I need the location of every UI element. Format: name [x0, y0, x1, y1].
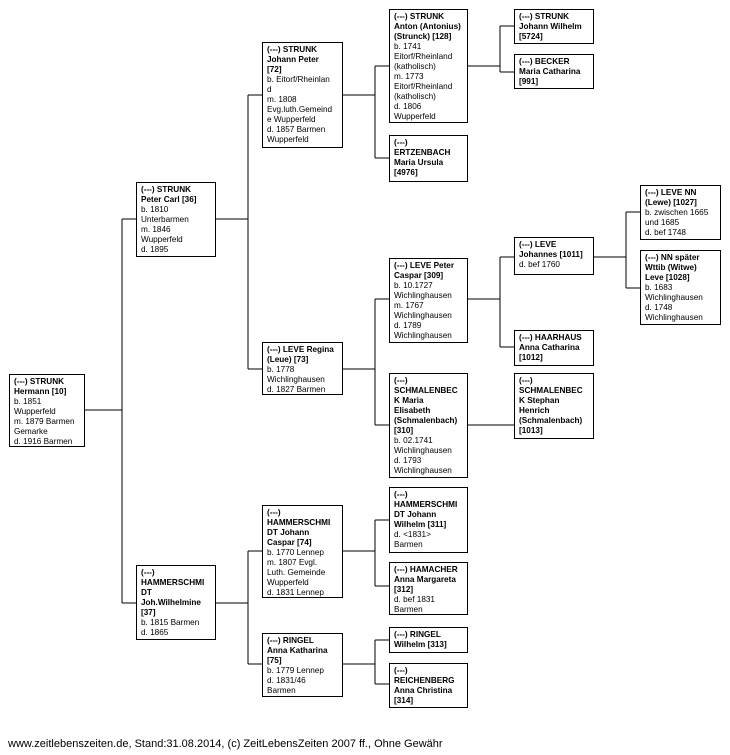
person-box-nn-wttib-leve: (---) NN später Wttib (Witwe) Leve [1028… [640, 250, 721, 325]
person-details: b. 1851 Wupperfeld m. 1879 Barmen Gemark… [14, 397, 75, 446]
person-name: (---) LEVE Johannes [1011] [519, 240, 583, 259]
person-name: (---) LEVE NN (Lewe) [1027] [645, 188, 697, 207]
person-details: d. <1831> Barmen [394, 530, 431, 549]
person-details: b. 1779 Lennep d. 1831/46 Barmen [267, 666, 324, 695]
person-box-maria-ursula-ertzenbach: (---) ERTZENBACH Maria Ursula [4976] [389, 135, 468, 182]
person-name: (---) LEVE Regina (Leue) [73] [267, 345, 334, 364]
person-details: b. 10.1727 Wichlinghausen m. 1767 Wichli… [394, 281, 452, 340]
person-name: (---) LEVE Peter Caspar [309] [394, 261, 455, 280]
person-box-stephan-henrich-schmalenbeck: (---) SCHMALENBEC K Stephan Henrich (Sch… [514, 373, 594, 439]
person-name: (---) HAARHAUS Anna Catharina [1012] [519, 333, 582, 362]
person-name: (---) BECKER Maria Catharina [991] [519, 57, 581, 86]
person-box-joh-wilhelmine-hammerschmidt: (---) HAMMERSCHMI DT Joh.Wilhelmine [37]… [136, 565, 216, 640]
person-name: (---) HAMACHER Anna Margareta [312] [394, 565, 458, 594]
person-details: b. Eitorf/Rheinlan d m. 1808 Evg.luth.Ge… [267, 75, 333, 144]
person-details: b. zwischen 1665 und 1685 d. bef 1748 [645, 208, 709, 237]
person-box-johann-caspar-hammerschmidt: (---) HAMMERSCHMI DT Johann Caspar [74] … [262, 505, 343, 598]
person-box-johannes-leve: (---) LEVE Johannes [1011] d. bef 1760 [514, 237, 594, 275]
person-box-johann-wilhelm-hammerschmidt: (---) HAMMERSCHMI DT Johann Wilhelm [311… [389, 487, 468, 553]
person-name: (---) STRUNK Johann Wilhelm [5724] [519, 12, 582, 41]
person-details: b. 1770 Lennep m. 1807 Evgl. Luth. Gemei… [267, 548, 326, 597]
person-name: (---) SCHMALENBEC K Stephan Henrich (Sch… [519, 376, 583, 435]
person-details: b. 02.1741 Wichlinghausen d. 1793 Wichli… [394, 436, 452, 475]
person-box-maria-elisabeth-schmalenbeck: (---) SCHMALENBEC K Maria Elisabeth (Sch… [389, 373, 468, 478]
person-name: (---) REICHENBERG Anna Christina [314] [394, 666, 455, 705]
person-name: (---) ERTZENBACH Maria Ursula [4976] [394, 138, 451, 177]
person-details: b. 1741 Eitorf/Rheinland (katholisch) m.… [394, 42, 453, 121]
person-details: b. 1810 Unterbarmen m. 1846 Wupperfeld d… [141, 205, 189, 254]
person-name: (---) STRUNK Hermann [10] [14, 377, 67, 396]
person-box-nn-leve: (---) LEVE NN (Lewe) [1027] b. zwischen … [640, 185, 721, 240]
person-name: (---) HAMMERSCHMI DT Johann Wilhelm [311… [394, 490, 458, 529]
person-box-anna-margareta-hamacher: (---) HAMACHER Anna Margareta [312] d. b… [389, 562, 468, 615]
person-name: (---) NN später Wttib (Witwe) Leve [1028… [645, 253, 700, 282]
person-name: (---) STRUNK Anton (Antonius) (Strunck) … [394, 12, 461, 41]
person-details: b. 1815 Barmen d. 1865 [141, 618, 200, 637]
person-name: (---) HAMMERSCHMI DT Johann Caspar [74] [267, 508, 331, 547]
person-name: (---) STRUNK Johann Peter [72] [267, 45, 319, 74]
person-name: (---) RINGEL Wilhelm [313] [394, 630, 447, 649]
person-name: (---) STRUNK Peter Carl [36] [141, 185, 197, 204]
person-box-anna-catharina-haarhaus: (---) HAARHAUS Anna Catharina [1012] [514, 330, 594, 366]
person-box-peter-caspar-leve: (---) LEVE Peter Caspar [309] b. 10.1727… [389, 258, 468, 343]
person-details: b. 1778 Wichlinghausen d. 1827 Barmen [267, 365, 326, 394]
person-box-wilhelm-ringel: (---) RINGEL Wilhelm [313] [389, 627, 468, 653]
person-box-johann-wilhelm-strunk: (---) STRUNK Johann Wilhelm [5724] [514, 9, 594, 44]
person-box-anna-katharina-ringel: (---) RINGEL Anna Katharina [75] b. 1779… [262, 633, 343, 697]
person-box-johann-peter-strunk: (---) STRUNK Johann Peter [72] b. Eitorf… [262, 42, 343, 148]
person-name: (---) HAMMERSCHMI DT Joh.Wilhelmine [37] [141, 568, 205, 617]
person-box-anna-christina-reichenberg: (---) REICHENBERG Anna Christina [314] [389, 663, 468, 708]
person-details: b. 1683 Wichlinghausen d. 1748 Wichlingh… [645, 283, 703, 322]
person-name: (---) SCHMALENBEC K Maria Elisabeth (Sch… [394, 376, 458, 435]
person-box-hermann-strunk: (---) STRUNK Hermann [10] b. 1851 Wupper… [9, 374, 85, 447]
person-box-maria-catharina-becker: (---) BECKER Maria Catharina [991] [514, 54, 594, 89]
person-box-anton-strunk: (---) STRUNK Anton (Antonius) (Strunck) … [389, 9, 468, 123]
person-box-peter-carl-strunk: (---) STRUNK Peter Carl [36] b. 1810 Unt… [136, 182, 216, 257]
footer-copyright: www.zeitlebenszeiten.de, Stand:31.08.201… [8, 738, 443, 750]
person-details: d. bef 1760 [519, 260, 560, 269]
person-box-regina-leve: (---) LEVE Regina (Leue) [73] b. 1778 Wi… [262, 342, 343, 395]
person-details: d. bef 1831 Barmen [394, 595, 435, 614]
person-name: (---) RINGEL Anna Katharina [75] [267, 636, 328, 665]
